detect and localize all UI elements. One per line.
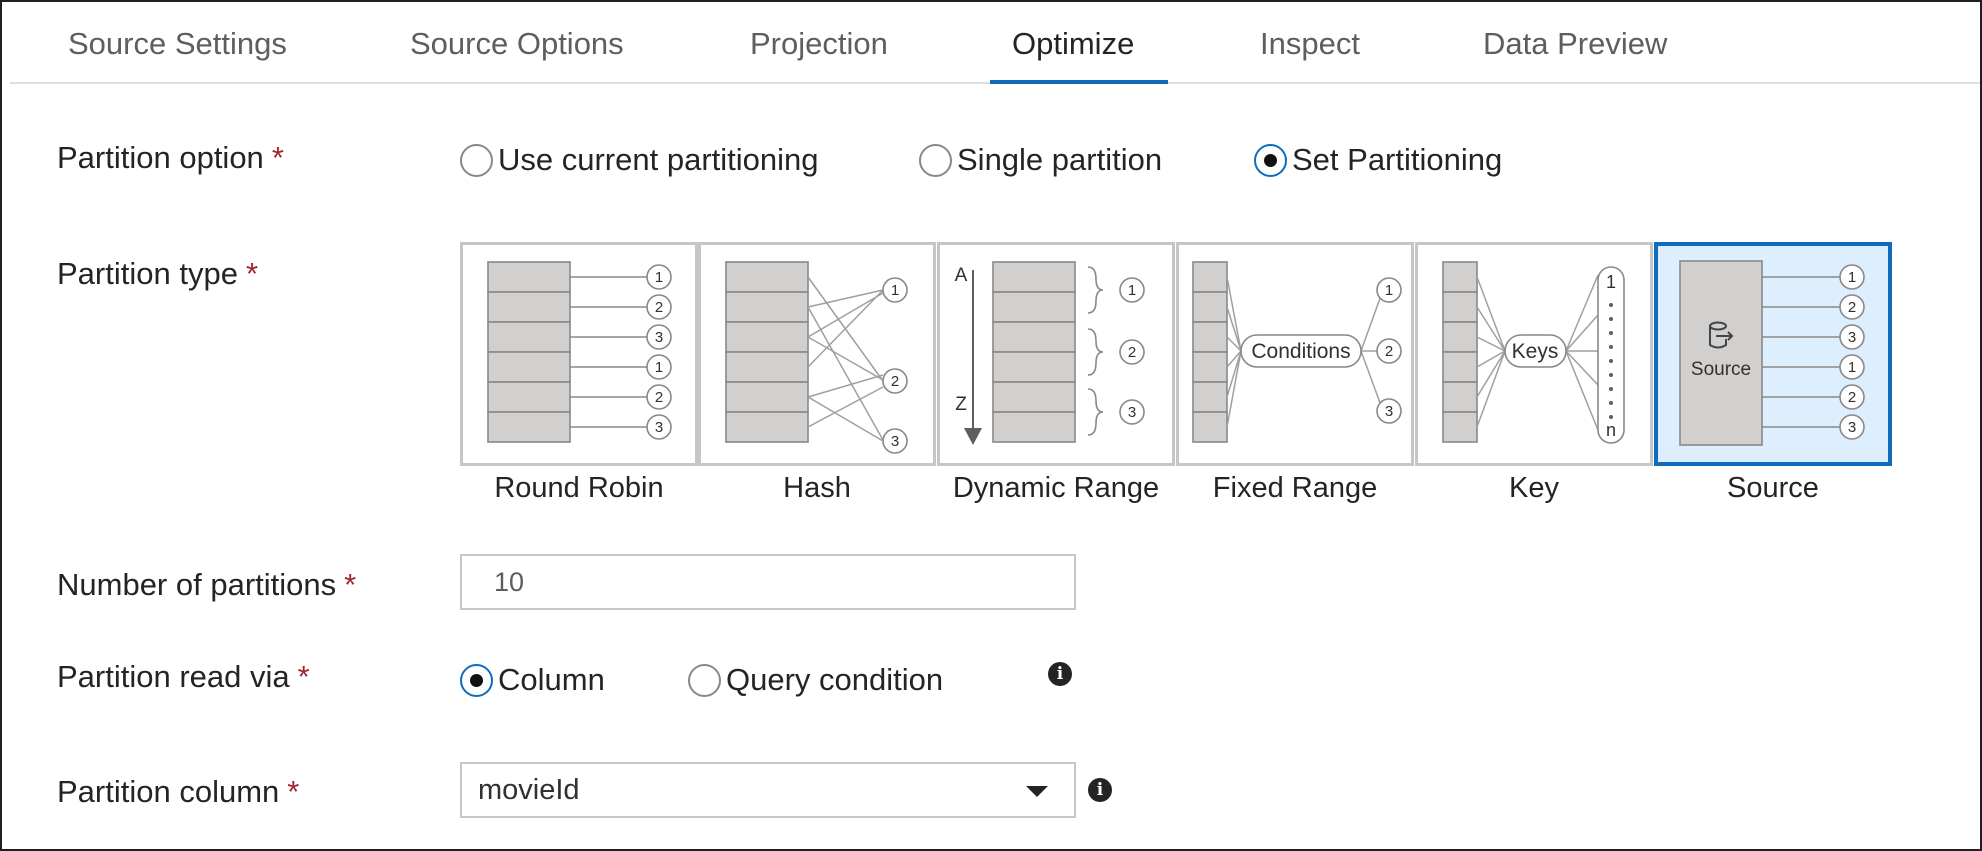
partition-type-label-round-robin: Round Robin <box>494 472 664 504</box>
svg-text:1: 1 <box>1848 359 1856 376</box>
partition-type-label: Partition type* <box>57 256 259 291</box>
tab-data-preview[interactable]: Data Preview <box>1483 26 1668 61</box>
tab-source-settings[interactable]: Source Settings <box>68 26 287 61</box>
svg-text:1: 1 <box>1606 272 1616 292</box>
radio-label: Query condition <box>726 662 944 697</box>
radio-circle-selected[interactable] <box>460 663 493 697</box>
svg-text:Source: Source <box>1691 359 1751 380</box>
number-of-partitions-label: Number of partitions* <box>57 567 357 602</box>
svg-text:3: 3 <box>891 433 899 450</box>
partition-type-round-robin[interactable]: 1 2 3 1 2 3 Round Robin <box>460 242 698 505</box>
required-marker: * <box>297 659 310 694</box>
fixed-range-diagram-icon: Conditions 1 2 3 <box>1192 261 1402 443</box>
svg-text:3: 3 <box>1385 403 1393 420</box>
round-robin-diagram-icon: 1 2 3 1 2 3 <box>487 261 672 443</box>
partition-type-hash[interactable]: 1 2 3 Hash <box>698 242 936 505</box>
svg-text:1: 1 <box>655 269 663 286</box>
svg-text:2: 2 <box>1848 389 1856 406</box>
svg-text:1: 1 <box>1385 282 1393 299</box>
dynamic-range-diagram-icon: A Z 1 2 3 <box>955 261 1145 445</box>
svg-text:1: 1 <box>655 359 663 376</box>
database-export-icon <box>1709 321 1734 349</box>
partition-option-label: Partition option* <box>57 140 284 175</box>
radio-circle[interactable] <box>688 663 721 697</box>
svg-text:3: 3 <box>655 419 663 436</box>
radio-column[interactable]: Column <box>460 662 605 698</box>
svg-text:1: 1 <box>891 282 899 299</box>
tab-optimize[interactable]: Optimize <box>1012 26 1135 61</box>
required-marker: * <box>271 140 284 175</box>
tab-inspect[interactable]: Inspect <box>1260 26 1360 61</box>
svg-text:1: 1 <box>1128 282 1136 299</box>
key-diagram-icon: Keys 1 n <box>1442 261 1625 444</box>
radio-query-condition[interactable]: Query condition <box>688 662 943 698</box>
svg-text:Keys: Keys <box>1512 340 1559 363</box>
partition-column-value: movieId <box>478 774 580 806</box>
radio-dot <box>1264 153 1277 167</box>
hash-diagram-icon: 1 2 3 <box>725 261 908 454</box>
svg-text:2: 2 <box>1385 343 1393 360</box>
partition-column-dropdown[interactable]: movieId <box>460 762 1076 818</box>
radio-label: Single partition <box>957 142 1163 177</box>
svg-text:3: 3 <box>1848 329 1856 346</box>
svg-text:3: 3 <box>655 329 663 346</box>
info-icon[interactable]: i <box>1088 778 1112 802</box>
required-marker: * <box>344 567 357 602</box>
svg-text:2: 2 <box>655 389 663 406</box>
active-tab-indicator <box>990 80 1168 84</box>
partition-type-label-hash: Hash <box>783 472 851 504</box>
partition-column-label: Partition column* <box>57 774 300 809</box>
svg-text:n: n <box>1606 420 1616 440</box>
info-icon[interactable]: i <box>1048 662 1072 686</box>
partition-type-source[interactable]: Source 1 2 3 1 2 3 Source <box>1654 242 1892 505</box>
radio-use-current-partitioning[interactable]: Use current partitioning <box>460 142 819 178</box>
svg-text:A: A <box>955 265 968 286</box>
svg-text:Conditions: Conditions <box>1251 340 1350 363</box>
partition-type-label-key: Key <box>1509 472 1559 504</box>
radio-label: Use current partitioning <box>498 142 819 177</box>
partition-type-fixed-range[interactable]: Conditions 1 2 3 Fixed Range <box>1176 242 1414 505</box>
number-of-partitions-input[interactable]: 10 <box>460 554 1076 610</box>
svg-text:Z: Z <box>955 394 967 415</box>
tab-projection[interactable]: Projection <box>750 26 888 61</box>
radio-label: Set Partitioning <box>1292 142 1503 177</box>
partition-type-key[interactable]: Keys 1 n Key <box>1415 242 1653 505</box>
svg-text:2: 2 <box>1128 344 1136 361</box>
svg-text:2: 2 <box>1848 299 1856 316</box>
radio-circle[interactable] <box>460 143 493 177</box>
partition-type-label-fixed-range: Fixed Range <box>1212 472 1378 504</box>
svg-text:3: 3 <box>1128 404 1136 421</box>
svg-text:2: 2 <box>655 299 663 316</box>
tab-bar: Source Settings Source Options Projectio… <box>10 2 1980 84</box>
radio-set-partitioning[interactable]: Set Partitioning <box>1254 142 1502 178</box>
partition-read-via-label: Partition read via* <box>57 659 310 694</box>
tab-source-options[interactable]: Source Options <box>410 26 624 61</box>
radio-circle-selected[interactable] <box>1254 143 1287 177</box>
partition-type-label-dynamic-range: Dynamic Range <box>952 472 1160 504</box>
radio-label: Column <box>498 662 605 697</box>
svg-text:2: 2 <box>891 373 899 390</box>
radio-dot <box>470 673 483 687</box>
radio-single-partition[interactable]: Single partition <box>919 142 1162 178</box>
radio-circle[interactable] <box>919 143 952 177</box>
svg-text:3: 3 <box>1848 419 1856 436</box>
required-marker: * <box>287 774 300 809</box>
source-diagram-icon: Source 1 2 3 1 2 3 <box>1679 260 1865 446</box>
required-marker: * <box>245 256 259 291</box>
svg-text:1: 1 <box>1848 269 1856 286</box>
partition-type-label-source: Source <box>1727 472 1819 504</box>
chevron-down-icon[interactable] <box>1026 786 1048 797</box>
